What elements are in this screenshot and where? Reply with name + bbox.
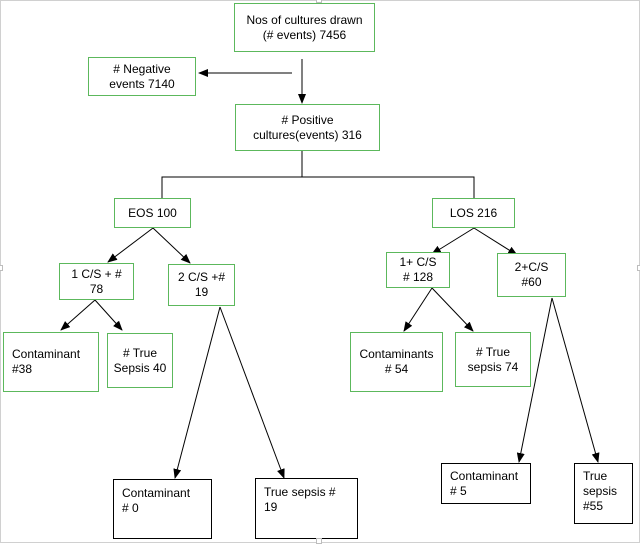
arrow-eos2-to-contaminant — [173, 306, 221, 479]
arrow-los-to-2cs — [473, 227, 518, 256]
node-eos1-true-sepsis: # True Sepsis 40 — [107, 333, 173, 388]
arrow-los1-to-contaminants — [403, 287, 433, 332]
node-los-2cs: 2+C/S #60 — [497, 253, 566, 297]
resize-handle-top[interactable] — [316, 0, 322, 3]
arrow-eos2-to-true — [219, 306, 285, 479]
arrow-los2-to-contaminant — [516, 297, 553, 463]
arrow-eos-to-2cs — [152, 227, 191, 264]
node-los2-true-sepsis: True sepsis #55 — [574, 463, 633, 524]
arrow-eos-to-1cs — [107, 227, 154, 263]
node-eos: EOS 100 — [114, 198, 191, 228]
resize-handle-right[interactable] — [637, 265, 640, 271]
arrow-eos1-to-true — [94, 299, 123, 331]
node-los-1cs: 1+ C/S # 128 — [386, 252, 450, 288]
node-negative-events: # Negative events 7140 — [88, 57, 196, 96]
node-eos-2cs: 2 C/S +# 19 — [168, 264, 235, 306]
arrow-los-to-1cs — [431, 227, 475, 255]
node-eos2-true-sepsis: True sepsis # 19 — [255, 478, 358, 539]
resize-handle-left[interactable] — [0, 265, 3, 271]
node-eos-1cs: 1 C/S + # 78 — [59, 263, 134, 300]
arrow-los1-to-true — [431, 287, 474, 332]
resize-handle-bottom[interactable] — [316, 538, 322, 544]
connector-positive-split — [161, 151, 303, 198]
node-eos2-contaminant: Contaminant # 0 — [113, 479, 212, 539]
node-cultures-drawn: Nos of cultures drawn (# events) 7456 — [234, 3, 375, 52]
node-los1-contaminants: Contaminants # 54 — [350, 332, 443, 392]
arrow-eos1-to-contaminant — [60, 299, 96, 331]
node-los: LOS 216 — [432, 198, 515, 228]
node-los1-true-sepsis: # True sepsis 74 — [455, 332, 531, 387]
node-eos1-contaminant: Contaminant #38 — [3, 332, 99, 392]
arrow-los2-to-true — [551, 297, 600, 463]
connector-positive-to-los — [302, 176, 475, 198]
node-los2-contaminant: Contaminant # 5 — [441, 463, 531, 504]
node-positive-cultures: # Positive cultures(events) 316 — [235, 104, 380, 151]
